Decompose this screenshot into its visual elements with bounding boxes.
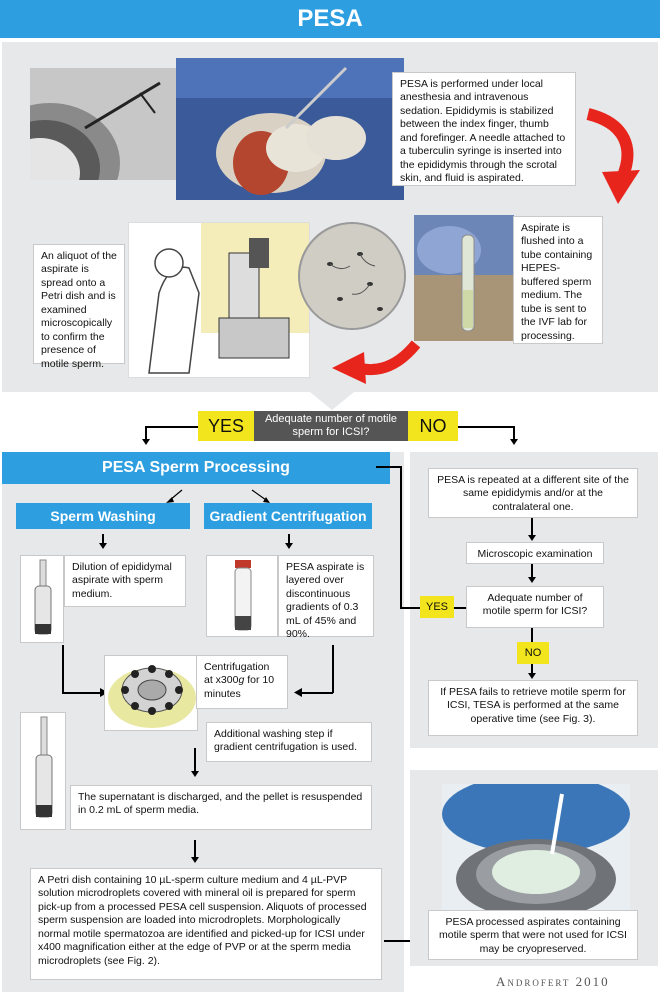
connector-yes-down — [145, 426, 147, 440]
connector — [531, 664, 533, 674]
repeat-pesa-box: PESA is repeated at a different site of … — [428, 468, 638, 518]
red-arrow-left-icon — [332, 340, 420, 384]
arrow-icon — [528, 535, 536, 541]
pipette-image-3 — [20, 712, 66, 830]
aspirate-description-text: Aspirate is flushed into a tube containi… — [521, 222, 593, 342]
arrow-yes-icon — [142, 439, 150, 445]
connector-yes — [146, 426, 198, 428]
cryopreserve-box: PESA processed aspirates containing moti… — [428, 910, 638, 960]
dilution-box: Dilution of epididymal aspirate with spe… — [64, 555, 186, 607]
surgery-photo — [176, 58, 404, 200]
pesa-description-text: PESA is performed under local anesthesia… — [400, 78, 566, 185]
arrow-icon — [191, 771, 199, 777]
layered-gradient-box: PESA aspirate is layered over discontinu… — [278, 555, 374, 640]
pipette-image-1 — [20, 555, 64, 643]
arrow-icon — [285, 543, 293, 549]
connector — [531, 564, 533, 578]
cryo-container-photo — [442, 784, 630, 914]
connector — [332, 645, 334, 693]
branch-arrows — [166, 489, 270, 503]
connector — [531, 628, 533, 642]
aspirate-description-box: Aspirate is flushed into a tube containi… — [513, 216, 603, 344]
additional-wash-box: Additional washing step if gradient cent… — [206, 722, 372, 762]
connector — [531, 518, 533, 536]
arrow-icon — [99, 543, 107, 549]
connector — [194, 840, 196, 858]
connector — [400, 607, 420, 609]
connector-no — [458, 426, 514, 428]
arrow-no-icon — [510, 439, 518, 445]
decision-no-label: NO — [408, 411, 458, 441]
tab-sperm-washing: Sperm Washing — [16, 503, 190, 529]
adequate-question-box: Adequate number of motile sperm for ICSI… — [466, 586, 604, 628]
connector — [400, 466, 402, 608]
decision-yes-label: YES — [198, 411, 254, 441]
pesa-description-box: PESA is performed under local anesthesia… — [392, 72, 576, 186]
aliquot-description-box: An aliquot of the aspirate is spread ont… — [33, 244, 125, 370]
tab-gradient-centrifugation: Gradient Centrifugation — [204, 503, 372, 529]
centrifugation-box: Centrifugation at x300g for 10 minutes — [196, 655, 288, 709]
connector — [300, 692, 333, 694]
arrow-icon — [191, 857, 199, 863]
decision-question: Adequate number of motile sperm for ICSI… — [254, 411, 408, 441]
arrow-left-icon — [294, 688, 302, 697]
no-branch-no-label: NO — [517, 642, 549, 664]
connector — [62, 645, 64, 693]
sperm-micrograph — [298, 222, 406, 330]
footer-credit: Androfert 2010 — [496, 974, 610, 989]
arrow-icon — [528, 577, 536, 583]
connector — [62, 692, 102, 694]
petri-dish-box: A Petri dish containing 10 µL-sperm cult… — [30, 868, 382, 980]
page-title: PESA — [297, 5, 363, 32]
connector — [384, 940, 424, 942]
tesa-box: If PESA fails to retrieve motile sperm f… — [428, 680, 638, 736]
red-arrow-down-icon — [586, 108, 640, 204]
connector — [288, 534, 290, 544]
connector — [454, 607, 466, 609]
connector — [102, 534, 104, 544]
header-bar: PESA — [0, 0, 660, 38]
tube-image-2 — [206, 555, 278, 637]
microscopic-exam-box: Microscopic examination — [466, 542, 604, 564]
anatomy-illustration — [30, 68, 180, 180]
aliquot-description-text: An aliquot of the aspirate is spread ont… — [41, 250, 117, 370]
no-branch-yes-label: YES — [420, 596, 454, 618]
tube-photo — [414, 215, 514, 341]
panel-pointer — [310, 392, 354, 410]
supernatant-box: The supernatant is discharged, and the p… — [70, 785, 372, 830]
connector — [376, 466, 401, 468]
processing-title: PESA Sperm Processing — [2, 452, 390, 484]
connector — [194, 748, 196, 772]
connector-no-down — [513, 426, 515, 440]
centrifuge-image — [104, 655, 198, 731]
microscope-illustration — [128, 222, 310, 378]
arrow-icon — [528, 673, 536, 679]
